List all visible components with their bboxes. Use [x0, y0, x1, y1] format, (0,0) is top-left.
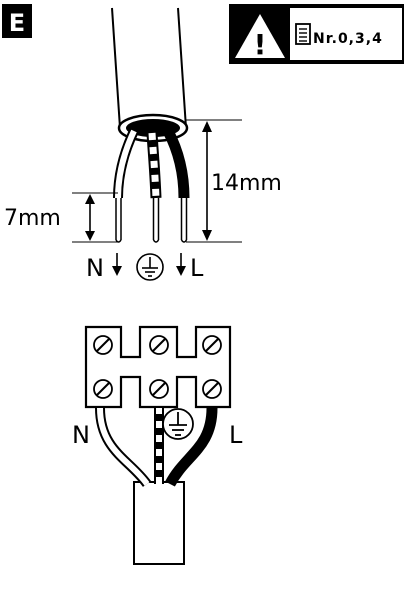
neutral-label: N [86, 254, 104, 282]
live-arrow-icon [176, 253, 186, 276]
live-conductor [163, 128, 190, 199]
reference-text: Nr.0,3,4 [313, 31, 383, 47]
live-label: L [190, 254, 204, 282]
sheath-strip-length-label: 14mm [211, 171, 282, 196]
screw-icon [202, 379, 222, 399]
section-letter: E [9, 9, 25, 37]
live-wire [165, 407, 218, 487]
terminal-neutral-label: N [72, 421, 90, 449]
screw-icon [93, 379, 113, 399]
document-icon [295, 23, 311, 45]
earth-terminal-symbol-icon [162, 408, 194, 440]
section-badge: E [2, 4, 32, 38]
screw-icon [93, 335, 113, 355]
terminal-block [84, 325, 232, 409]
screw-icon [202, 335, 222, 355]
warning-triangle-icon [235, 14, 285, 58]
sheath-length-dimension: 14mm [186, 119, 282, 243]
screw-icon [149, 335, 169, 355]
terminal-block-diagram: N L [72, 325, 243, 565]
earth-symbol-icon [136, 253, 164, 281]
terminal-live-label: L [229, 421, 243, 449]
cable-sheath-bottom [133, 481, 185, 565]
wire-length-dimension: 7mm [4, 192, 118, 243]
warning-exclamation-icon: ! [254, 28, 267, 61]
warning-header: ! Nr.0,3,4 [229, 4, 404, 64]
neutral-arrow-icon [112, 253, 122, 276]
cable-sheath [111, 7, 187, 129]
stripped-cable-diagram: 14mm 7mm N L [4, 7, 282, 282]
screw-icon [149, 379, 169, 399]
wire-strip-length-label: 7mm [4, 206, 61, 231]
